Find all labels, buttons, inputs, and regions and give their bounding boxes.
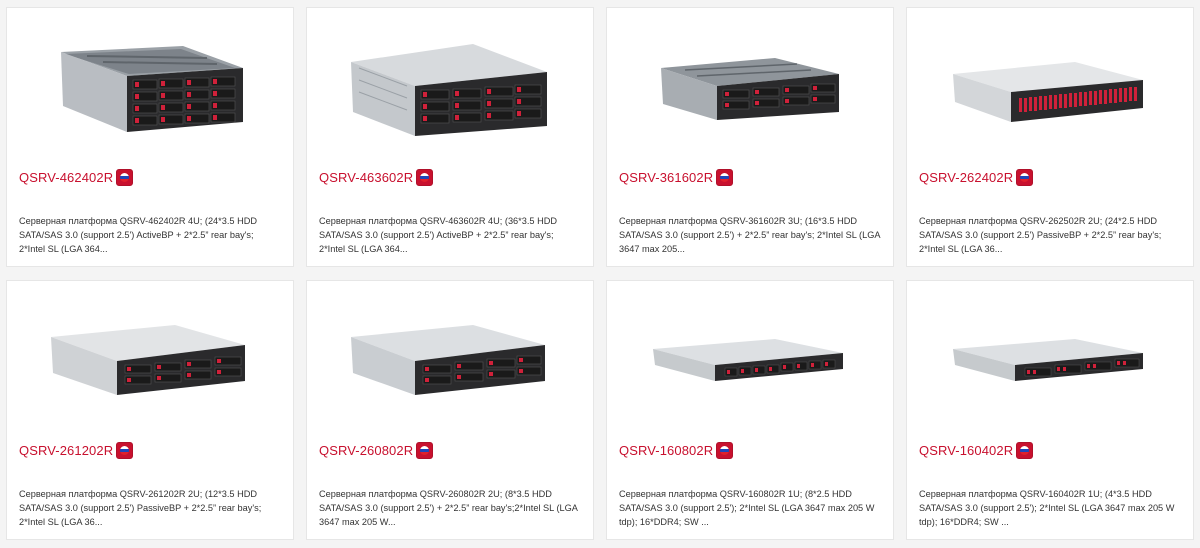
server-image[interactable]	[907, 281, 1193, 431]
product-card[interactable]: QSRV-262402R Серверная платформа QSRV-26…	[906, 7, 1194, 267]
product-title-row: QSRV-261202R	[19, 440, 134, 460]
russia-flag-icon	[416, 168, 434, 186]
product-card[interactable]: QSRV-261202R Серверная платформа QSRV-26…	[6, 280, 294, 540]
product-title-row: QSRV-160802R	[619, 440, 734, 460]
server-image[interactable]	[7, 281, 293, 431]
product-description: Серверная платформа QSRV-160802R 1U; (8*…	[619, 489, 875, 527]
server-image[interactable]	[7, 8, 293, 158]
product-title-row: QSRV-262402R	[919, 167, 1034, 187]
product-description: Серверная платформа QSRV-361602R 3U; (16…	[619, 216, 880, 254]
product-title-link[interactable]: QSRV-463602R	[319, 169, 414, 185]
product-title-link[interactable]: QSRV-160802R	[619, 442, 714, 458]
product-title-row: QSRV-361602R	[619, 167, 734, 187]
product-title-row: QSRV-463602R	[319, 167, 434, 187]
product-title-link[interactable]: QSRV-361602R	[619, 169, 714, 185]
server-image[interactable]	[307, 8, 593, 158]
product-title-row: QSRV-462402R	[19, 167, 134, 187]
product-title-link[interactable]: QSRV-262402R	[919, 169, 1014, 185]
product-description: Серверная платформа QSRV-260802R 2U; (8*…	[319, 489, 578, 527]
product-description: Серверная платформа QSRV-261202R 2U; (12…	[19, 489, 262, 527]
russia-flag-icon	[716, 441, 734, 459]
server-image[interactable]	[907, 8, 1193, 158]
product-card[interactable]: QSRV-260802R Серверная платформа QSRV-26…	[306, 280, 594, 540]
product-description: Серверная платформа QSRV-463602R 4U; (36…	[319, 216, 557, 254]
russia-flag-icon	[116, 168, 134, 186]
product-title-link[interactable]: QSRV-260802R	[319, 442, 414, 458]
russia-flag-icon	[416, 441, 434, 459]
product-description: Серверная платформа QSRV-262502R 2U; (24…	[919, 216, 1162, 254]
server-image[interactable]	[607, 8, 893, 158]
russia-flag-icon	[1016, 168, 1034, 186]
russia-flag-icon	[1016, 441, 1034, 459]
product-card[interactable]: QSRV-361602R Серверная платформа QSRV-36…	[606, 7, 894, 267]
server-image[interactable]	[607, 281, 893, 431]
product-card[interactable]: QSRV-463602R Серверная платформа QSRV-46…	[306, 7, 594, 267]
product-card[interactable]: QSRV-160802R Серверная платформа QSRV-16…	[606, 280, 894, 540]
product-title-link[interactable]: QSRV-462402R	[19, 169, 114, 185]
russia-flag-icon	[116, 441, 134, 459]
product-card[interactable]: QSRV-160402R Серверная платформа QSRV-16…	[906, 280, 1194, 540]
russia-flag-icon	[716, 168, 734, 186]
product-description: Серверная платформа QSRV-160402R 1U; (4*…	[919, 489, 1175, 527]
product-title-row: QSRV-160402R	[919, 440, 1034, 460]
product-title-link[interactable]: QSRV-261202R	[19, 442, 114, 458]
product-description: Серверная платформа QSRV-462402R 4U; (24…	[19, 216, 257, 254]
product-card[interactable]: QSRV-462402R Серверная платформа QSRV-46…	[6, 7, 294, 267]
product-title-row: QSRV-260802R	[319, 440, 434, 460]
product-title-link[interactable]: QSRV-160402R	[919, 442, 1014, 458]
server-image[interactable]	[307, 281, 593, 431]
